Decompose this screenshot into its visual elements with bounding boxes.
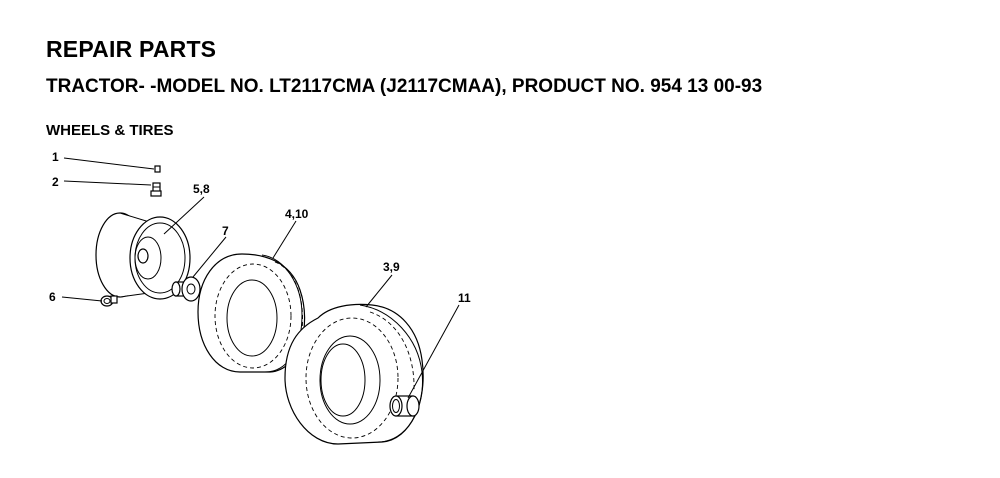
part-6-fitting [100,295,118,307]
leader-1 [63,157,155,170]
part-5-8-rim [95,212,191,300]
part-11-cap [389,395,420,417]
page-title: REPAIR PARTS [46,36,217,62]
part-4-10-tire [197,253,306,373]
callout-3-9: 3,9 [383,260,400,274]
leader-11 [407,304,460,399]
leader-3-9 [365,274,393,308]
callout-4-10: 4,10 [285,207,309,221]
callout-11: 11 [458,291,471,305]
callout-2: 2 [52,175,59,189]
leader-5-8 [163,196,205,235]
leader-7 [192,236,227,278]
leader-6 [61,296,103,302]
callout-7: 7 [222,224,229,238]
part-3-9-tire [284,303,424,445]
part-1-valve-cap [154,165,161,173]
callout-5-8: 5,8 [193,182,210,196]
section-title: WHEELS & TIRES [46,122,174,139]
part-7-spacer [171,276,201,302]
leader-4-10 [272,220,297,259]
callout-6: 6 [49,290,56,304]
model-subtitle: TRACTOR- -MODEL NO. LT2117CMA (J2117CMAA… [46,76,763,97]
leader-2 [63,180,152,186]
part-2-valve-stem [150,182,162,197]
callout-1: 1 [52,150,59,164]
